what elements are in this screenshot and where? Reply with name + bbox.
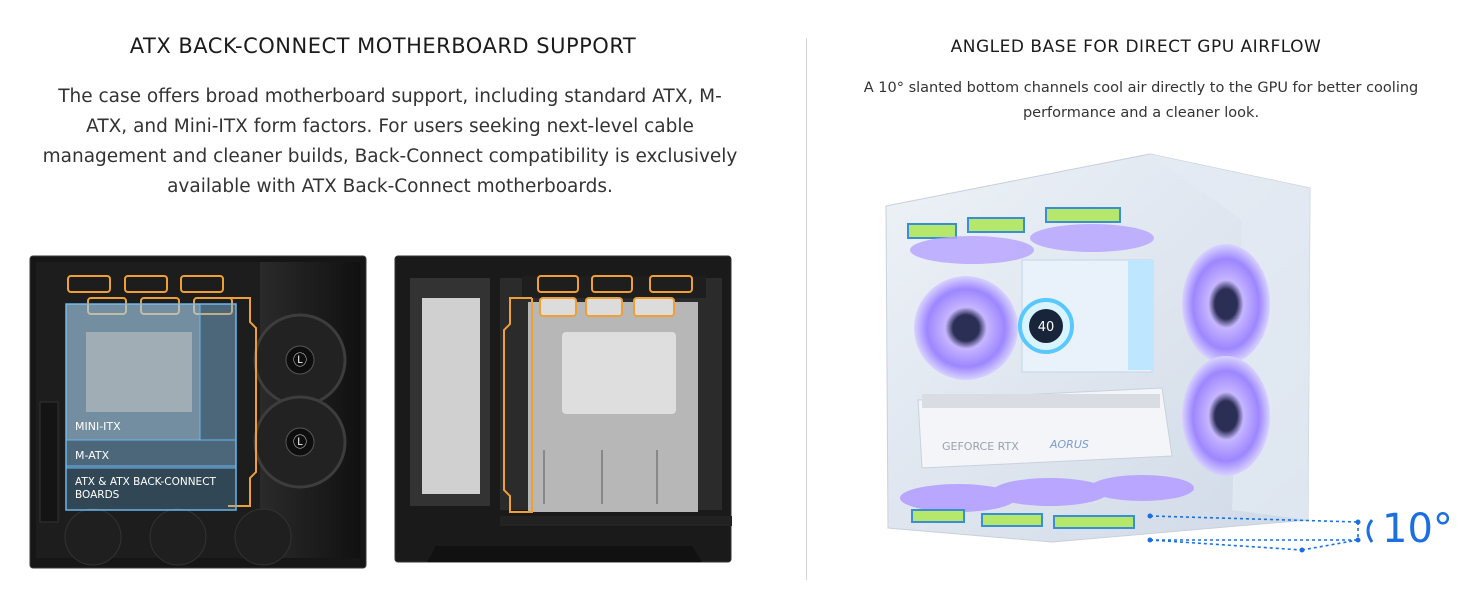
svg-text:Ⓛ: Ⓛ [293,353,307,369]
fan-icon: Ⓛ [253,395,347,489]
white-case-gpu-view: 40 GEFORCE RTX AORUS [885,153,1453,553]
angle-indicator [1149,515,1359,551]
case-motherboard-view: Ⓛ Ⓛ MINI- [29,255,367,569]
left-title-text: ATX BACK-CONNECT MOTHERBOARD SUPPORT [129,34,637,58]
angle-arrow-icon [1366,519,1374,543]
angle-label: 10° [1382,506,1453,552]
fan-icon: Ⓛ [253,313,347,407]
fan-icon [1182,244,1270,364]
label-m-atx: M-ATX [75,449,110,462]
fan-icon [1182,356,1270,476]
gpu-brand: AORUS [1049,438,1089,451]
right-section-title: ANGLED BASE FOR DIRECT GPU AIRFLOW [950,37,1322,57]
svg-text:40: 40 [1038,320,1055,335]
right-feature-panel: ANGLED BASE FOR DIRECT GPU AIRFLOW A 10°… [808,0,1464,600]
left-feature-panel: ATX BACK-CONNECT MOTHERBOARD SUPPORT The… [0,34,806,569]
right-section-description: A 10° slanted bottom channels cool air d… [863,80,1419,121]
label-atx-line2: BOARDS [75,489,120,501]
left-section-title: ATX BACK-CONNECT MOTHERBOARD SUPPORT [0,34,806,58]
bottom-fans [64,508,292,566]
gpu-label: GEFORCE RTX [942,440,1019,453]
svg-text:Ⓛ: Ⓛ [293,435,307,451]
label-mini-itx: MINI-ITX [75,420,121,433]
left-section-description: The case offers broad motherboard suppor… [42,86,738,197]
case-back-connect-view [394,255,732,563]
fan-icon [914,276,1018,380]
label-atx-line1: ATX & ATX BACK-CONNECT [75,476,217,488]
section-divider [806,38,807,580]
